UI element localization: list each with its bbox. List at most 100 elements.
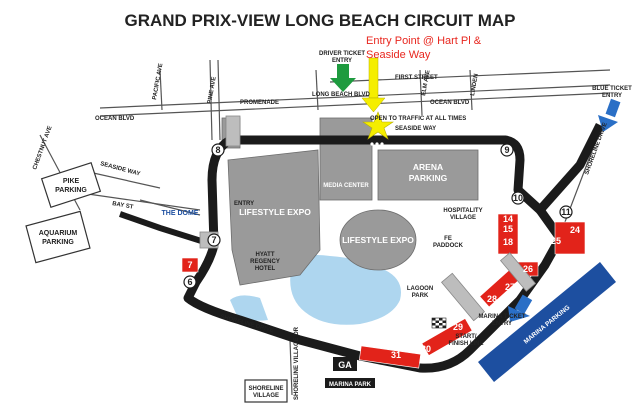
pike-label-1: PIKE [63, 178, 80, 185]
turn-10-marker [511, 191, 525, 205]
marina-park-label: MARINA PARK [329, 382, 372, 388]
bridge-1 [225, 115, 241, 147]
arena-building [377, 149, 479, 201]
driver-entry-label-2: ENTRY [332, 58, 352, 64]
turn-7-label: 7 [211, 235, 216, 245]
lifestyle-expo-2: LIFESTYLE EXPO [342, 235, 414, 245]
grandstand-15-label: 15 [503, 224, 513, 234]
annotation-line-1: Entry Point @ Hart Pl & [366, 35, 482, 47]
shoreline-village-label-2: VILLAGE [253, 393, 279, 399]
track-north [230, 122, 605, 215]
grandstand-29-label: 29 [453, 322, 463, 332]
label-promenade: PROMENADE [240, 100, 279, 106]
water-inlet [230, 295, 268, 321]
marina-park-bar [325, 378, 375, 388]
entry-label: ENTRY [234, 201, 254, 207]
pike-parking [40, 161, 102, 209]
checkered-flag-icon [431, 317, 447, 329]
shoreline-village-box [244, 379, 288, 403]
hyatt-label-1: HYATT [255, 252, 274, 258]
aquarium-label-2: PARKING [42, 239, 74, 246]
grandstand-26-label: 26 [523, 264, 533, 274]
arena-dome [339, 209, 417, 271]
turn-9-marker [500, 143, 514, 157]
grandstand-31-30 [358, 345, 422, 369]
label-ocean-blvd-w: OCEAN BLVD [95, 116, 135, 122]
blue-entry-label-1: BLUE TICKET [592, 86, 632, 92]
lagoon-label-2: PARK [412, 293, 429, 299]
arena-label-2: PARKING [409, 173, 448, 183]
fe-paddock-label-2: PADDOCK [433, 243, 464, 249]
grandstand-18-label: 18 [503, 237, 513, 247]
ga-label: GA [338, 360, 352, 370]
turn-7-marker [207, 233, 221, 247]
media-center-label: MEDIA CENTER [323, 183, 369, 189]
turn-10-label: 10 [513, 193, 523, 203]
hospitality-label-2: VILLAGE [450, 215, 476, 221]
aquarium-parking [25, 210, 91, 264]
label-first-street: FIRST STREET [395, 75, 438, 81]
hyatt-label-3: HOTEL [255, 266, 276, 272]
pit-spur [119, 211, 215, 248]
grandstand-14-label: 14 [503, 214, 513, 224]
pike-label-2: PARKING [55, 187, 87, 194]
label-seaside-way-w: SEASIDE WAY [99, 161, 140, 177]
label-seaside-way-e: SEASIDE WAY [395, 126, 436, 132]
label-elm-ave: ELM AVE [421, 70, 431, 97]
grandstand-29 [421, 318, 473, 356]
start-finish-label-2: FINISH LINE [448, 341, 483, 347]
turn-6-marker [183, 275, 197, 289]
grandstand-31-label: 31 [391, 350, 401, 360]
yellow-entry-arrow [361, 57, 386, 113]
turn-11-marker [559, 205, 573, 219]
grandstand-7-label: 7 [187, 260, 192, 270]
grandstand-25-label: 25 [551, 236, 561, 246]
lagoon-water [290, 255, 401, 325]
turn-8-marker [211, 143, 225, 157]
turn-11-label: 11 [561, 207, 571, 217]
turn-8-label: 8 [215, 145, 220, 155]
marina-entry-label-1: MARINA TICKET [478, 314, 525, 320]
label-ocean-blvd-e: OCEAN BLVD [430, 100, 470, 106]
blue-entry-arrow [598, 98, 621, 132]
media-center-building [319, 117, 373, 201]
lagoon-label-1: LAGOON [407, 286, 433, 292]
label-linden: LINDEN [470, 73, 480, 96]
turn-6-label: 6 [187, 277, 192, 287]
label-open-to-traffic: OPEN TO TRAFFIC AT ALL TIMES [370, 116, 466, 122]
yellow-star [362, 111, 394, 140]
grandstand-27-label: 27 [505, 282, 515, 292]
the-dome-label: THE DOME [162, 210, 199, 217]
fe-paddock-label-1: FE [444, 236, 452, 242]
driver-entry-label-1: DRIVER TICKET [319, 51, 365, 57]
annotation-line-2: Seaside Way [366, 49, 431, 61]
label-shoreline-village-dr: SHORELINE VILLAGE DR [294, 326, 300, 400]
marina-parking-lot [478, 262, 616, 382]
ga-badge [333, 357, 357, 371]
grandstand-28-label: 28 [487, 294, 497, 304]
bridge-4 [499, 252, 537, 292]
label-bay-st: BAY ST [112, 201, 134, 211]
bridge-3 [441, 272, 485, 322]
marina-entry-arrow [508, 294, 533, 322]
arena-label-1: ARENA [413, 162, 443, 172]
label-chestnut-ave: CHESTNUT AVE [32, 125, 53, 170]
map-title: GRAND PRIX-VIEW LONG BEACH CIRCUIT MAP [125, 11, 516, 30]
hospitality-label-1: HOSPITALITY [443, 208, 482, 214]
hyatt-label-2: REGENCY [250, 259, 280, 265]
blue-entry-label-2: ENTRY [602, 93, 622, 99]
label-long-beach-blvd: LONG BEACH BLVD [312, 92, 371, 98]
grandstand-7 [181, 257, 199, 273]
grandstand-24-label: 24 [570, 225, 580, 235]
lifestyle-expo-1: LIFESTYLE EXPO [239, 207, 311, 217]
grandstand-16-label: 16 [489, 206, 499, 216]
marina-entry-label-2: ENTRY [492, 321, 512, 327]
start-finish-label-1: START/ [455, 334, 477, 340]
convention-center [227, 149, 321, 286]
grandstand-24-25 [554, 221, 586, 255]
shoreline-village-label-1: SHORELINE [248, 386, 283, 392]
